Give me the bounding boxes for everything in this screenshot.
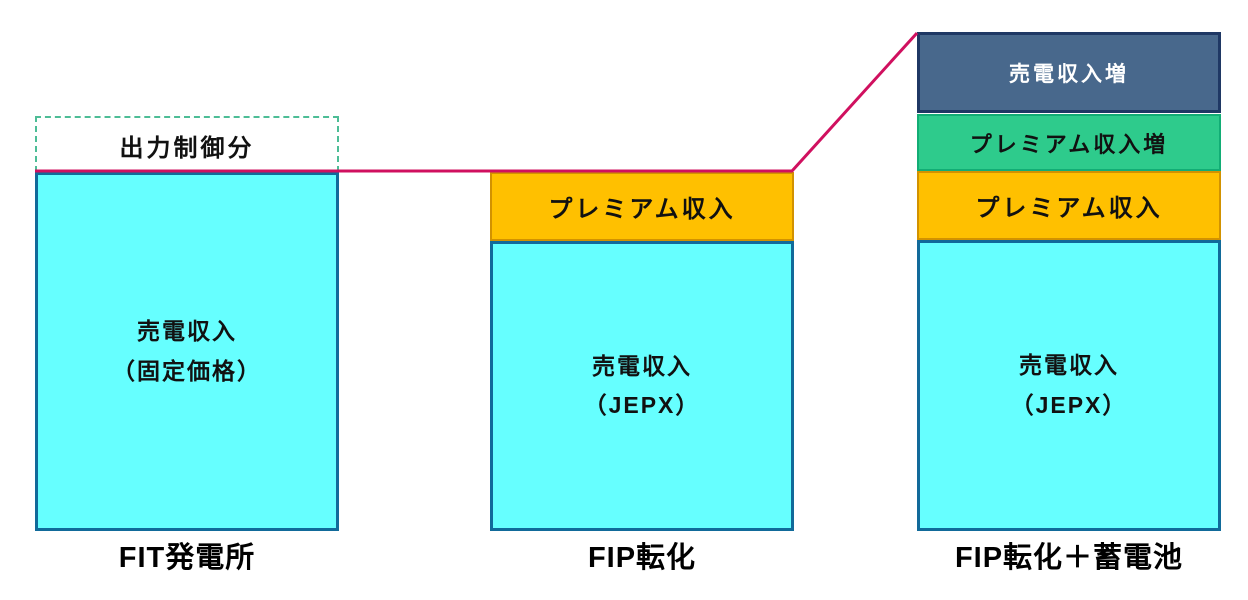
fip-sales-revenue-line2: （JEPX） — [583, 392, 701, 418]
battery-sales-revenue-line2: （JEPX） — [1010, 391, 1128, 418]
battery-sales-revenue-label: 売電収入 （JEPX） — [1011, 346, 1128, 424]
battery-premium-revenue-box: プレミアム収入 — [917, 171, 1221, 240]
battery-premium-revenue-label: プレミアム収入 — [975, 195, 1163, 222]
battery-sales-increase-box: 売電収入増 — [917, 32, 1221, 113]
battery-sales-revenue-line1: 売電収入 — [1018, 352, 1119, 379]
bar-caption-fit: FIT発電所 — [118, 542, 256, 574]
battery-sales-revenue-box: 売電収入 （JEPX） — [917, 240, 1221, 531]
battery-premium-increase-box: プレミアム収入増 — [917, 114, 1221, 171]
curtailment-dashed-box: 出力制御分 — [35, 116, 339, 172]
battery-premium-increase-label: プレミアム収入増 — [969, 131, 1169, 157]
fip-sales-revenue-label: 売電収入 （JEPX） — [584, 347, 701, 425]
fip-premium-revenue-label: プレミアム収入 — [548, 196, 736, 223]
fit-sales-revenue-label: 売電収入 （固定価格） — [112, 312, 262, 390]
fip-sales-revenue-line1: 売電収入 — [591, 352, 692, 379]
fip-sales-revenue-box: 売電収入 （JEPX） — [490, 241, 794, 531]
bar-caption-fip-battery: FIP転化＋蓄電池 — [954, 542, 1184, 574]
fip-premium-revenue-box: プレミアム収入 — [490, 172, 794, 241]
curtailment-label: 出力制御分 — [119, 134, 255, 162]
bar-caption-fip: FIP転化 — [587, 542, 697, 574]
battery-sales-increase-label: 売電収入増 — [1009, 62, 1129, 86]
fit-sales-revenue-box: 売電収入 （固定価格） — [35, 172, 339, 531]
fit-sales-revenue-line1: 売電収入 — [137, 318, 237, 345]
fit-sales-revenue-line2: （固定価格） — [112, 357, 262, 384]
